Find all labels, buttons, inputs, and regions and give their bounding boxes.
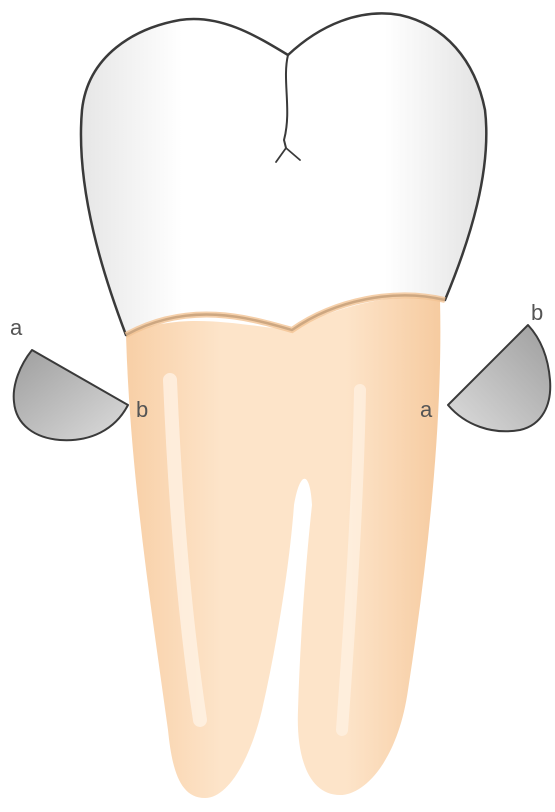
- tooth-crown: [81, 13, 486, 335]
- label-left-blade-contact: b: [136, 397, 148, 422]
- right-instrument-blade: [448, 325, 550, 431]
- left-instrument-blade: [14, 350, 128, 440]
- tooth-root: [126, 297, 440, 798]
- label-left-blade-top: a: [10, 315, 23, 340]
- label-right-blade-top: b: [531, 300, 543, 325]
- label-right-blade-contact: a: [420, 397, 433, 422]
